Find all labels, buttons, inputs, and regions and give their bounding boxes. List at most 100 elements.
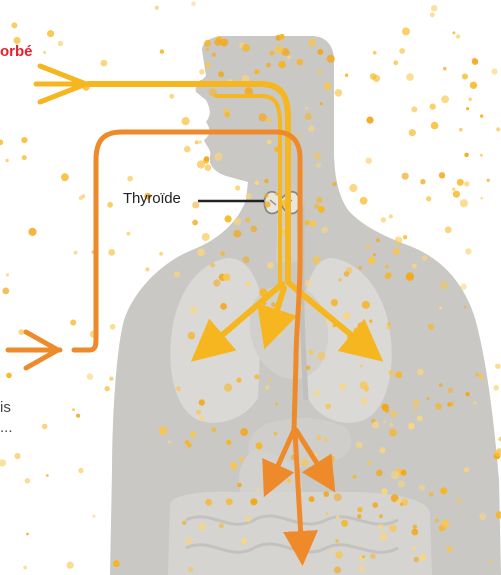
particle-dot	[108, 249, 115, 256]
particle-dot	[198, 523, 206, 531]
particle-dot	[5, 159, 8, 162]
particle-dot	[370, 554, 376, 560]
particle-dot	[414, 409, 417, 412]
particle-dot	[275, 403, 278, 406]
particle-dot	[381, 217, 386, 222]
particle-dot	[109, 377, 113, 381]
particle-dot	[343, 312, 350, 319]
particle-dot	[18, 329, 24, 335]
particle-dot	[192, 220, 198, 226]
particle-dot	[47, 30, 54, 37]
particle-dot	[376, 470, 383, 477]
particle-dot	[341, 520, 348, 527]
particle-dot	[251, 226, 258, 233]
particle-dot	[491, 68, 497, 74]
particle-dot	[226, 498, 233, 505]
particle-dot	[413, 400, 420, 407]
particle-dot	[349, 184, 357, 192]
particle-dot	[70, 320, 76, 326]
particle-dot	[246, 516, 252, 522]
particle-dot	[358, 266, 362, 270]
particle-dot	[185, 440, 190, 445]
particle-dot	[199, 416, 203, 420]
particle-dot	[465, 248, 471, 254]
particle-dot	[412, 529, 419, 536]
particle-dot	[335, 551, 342, 558]
particle-dot	[220, 251, 225, 256]
particle-dot	[199, 69, 204, 74]
particle-dot	[296, 134, 300, 138]
particle-dot	[331, 299, 338, 306]
particle-dot	[242, 44, 250, 52]
particle-dot	[389, 429, 397, 437]
particle-dot	[428, 324, 434, 330]
particle-dot	[464, 181, 469, 186]
particle-dot	[101, 60, 108, 67]
particle-dot	[176, 386, 181, 391]
particle-dot	[250, 498, 257, 505]
particle-dot	[212, 53, 216, 57]
particle-dot	[76, 414, 80, 418]
particle-dot	[159, 252, 163, 256]
particle-dot	[447, 403, 451, 407]
particle-dot	[395, 237, 403, 245]
particle-dot	[389, 214, 393, 218]
particle-dot	[479, 513, 486, 520]
particle-dot	[402, 173, 409, 180]
particle-dot	[466, 107, 469, 110]
particle-dot	[230, 462, 238, 470]
particle-dot	[190, 307, 198, 315]
particle-dot	[211, 427, 216, 432]
particle-dot	[429, 492, 434, 497]
particle-dot	[388, 322, 391, 325]
particle-dot	[381, 488, 388, 495]
particle-dot	[323, 437, 328, 442]
particle-dot	[480, 154, 483, 157]
particle-dot	[402, 27, 410, 35]
particle-dot	[6, 273, 9, 276]
particle-dot	[417, 415, 423, 421]
particle-dot	[220, 39, 228, 47]
particle-dot	[439, 306, 442, 309]
particle-dot	[266, 63, 271, 68]
particle-dot	[480, 114, 483, 117]
particle-dot	[380, 533, 388, 541]
particle-dot	[42, 424, 48, 430]
particle-dot	[376, 238, 380, 242]
particle-dot	[184, 146, 191, 153]
particle-dot	[206, 48, 209, 51]
particle-dot	[308, 39, 316, 47]
particle-dot	[127, 176, 133, 182]
particle-dot	[110, 324, 116, 330]
side-text-fragment: is ...	[0, 398, 13, 438]
particle-dot	[160, 49, 164, 53]
particle-dot	[21, 137, 27, 143]
particle-dot	[314, 152, 321, 159]
particle-dot	[452, 31, 455, 34]
particle-dot	[313, 256, 321, 264]
particle-dot	[472, 59, 478, 65]
particle-dot	[440, 487, 447, 494]
particle-dot	[107, 202, 113, 208]
particle-dot	[287, 56, 291, 60]
side-text-line-2: ...	[0, 418, 13, 438]
particle-dot	[391, 471, 399, 479]
particle-dot	[334, 566, 341, 573]
particle-dot	[368, 257, 375, 264]
particle-dot	[205, 164, 212, 171]
particle-dot	[345, 74, 348, 77]
particle-dot	[210, 263, 215, 268]
particle-dot	[431, 5, 437, 11]
particle-dot	[28, 228, 36, 236]
particle-dot	[464, 467, 469, 472]
particle-dot	[408, 423, 415, 430]
particle-dot	[391, 411, 398, 418]
particle-dot	[204, 156, 209, 161]
particle-dot	[327, 55, 335, 63]
particle-dot	[373, 51, 377, 55]
particle-dot	[317, 352, 325, 360]
particle-dot	[197, 249, 205, 257]
particle-dot	[353, 475, 357, 479]
particle-dot	[372, 421, 379, 428]
